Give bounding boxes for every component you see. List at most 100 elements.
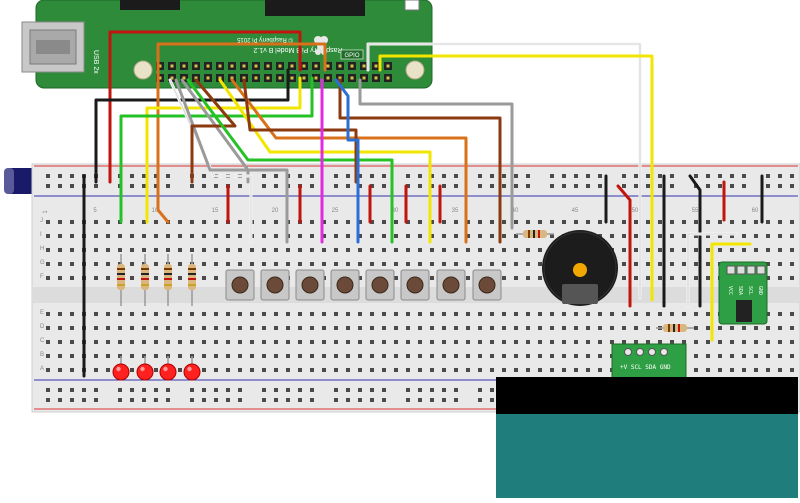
gpio-header bbox=[156, 62, 392, 82]
breadboard-hole bbox=[514, 276, 518, 280]
breadboard-hole bbox=[718, 326, 722, 330]
gpio-pin-core bbox=[326, 64, 330, 68]
breadboard-hole bbox=[346, 220, 350, 224]
breadboard-hole bbox=[58, 262, 62, 266]
breadboard-hole bbox=[514, 368, 518, 372]
breadboard-hole bbox=[502, 340, 506, 344]
breadboard-hole bbox=[694, 340, 698, 344]
breadboard-hole bbox=[382, 262, 386, 266]
breadboard-hole bbox=[94, 398, 98, 402]
rtc-pin-scl: SCL bbox=[747, 286, 753, 295]
breadboard-hole bbox=[274, 262, 278, 266]
breadboard-hole bbox=[610, 220, 614, 224]
row-letter-i: I bbox=[40, 232, 42, 238]
breadboard-hole bbox=[646, 174, 650, 178]
push-button-cap bbox=[478, 276, 496, 294]
breadboard-hole bbox=[130, 174, 134, 178]
breadboard-hole bbox=[574, 326, 578, 330]
gpio-pin-core bbox=[362, 76, 366, 80]
breadboard-hole bbox=[562, 220, 566, 224]
breadboard-hole bbox=[550, 184, 554, 188]
breadboard-hole bbox=[550, 326, 554, 330]
breadboard-hole bbox=[286, 312, 290, 316]
breadboard-hole bbox=[142, 174, 146, 178]
breadboard-hole bbox=[550, 312, 554, 316]
breadboard-hole bbox=[226, 354, 230, 358]
breadboard-hole bbox=[46, 184, 50, 188]
breadboard-hole bbox=[526, 340, 530, 344]
breadboard-hole bbox=[94, 354, 98, 358]
breadboard-hole bbox=[46, 354, 50, 358]
gpio-pin-core bbox=[290, 64, 294, 68]
breadboard-hole bbox=[262, 248, 266, 252]
breadboard-hole bbox=[46, 248, 50, 252]
breadboard-hole bbox=[562, 326, 566, 330]
breadboard-hole bbox=[298, 354, 302, 358]
col-num-20: 20 bbox=[272, 208, 279, 214]
breadboard-hole bbox=[790, 368, 794, 372]
breadboard-hole bbox=[766, 354, 770, 358]
gpio-pin-core bbox=[386, 76, 390, 80]
breadboard-hole bbox=[382, 312, 386, 316]
gpio-pin-core bbox=[194, 76, 198, 80]
breadboard-hole bbox=[454, 184, 458, 188]
breadboard-hole bbox=[418, 326, 422, 330]
breadboard-hole bbox=[106, 276, 110, 280]
breadboard-hole bbox=[310, 340, 314, 344]
breadboard-hole bbox=[106, 368, 110, 372]
breadboard-hole bbox=[214, 220, 218, 224]
wire-yellow-4 bbox=[710, 242, 752, 342]
breadboard-hole bbox=[598, 354, 602, 358]
breadboard-hole bbox=[202, 234, 206, 238]
breadboard-hole bbox=[514, 262, 518, 266]
breadboard-hole bbox=[622, 184, 626, 188]
breadboard-hole bbox=[358, 326, 362, 330]
breadboard-hole bbox=[58, 388, 62, 392]
breadboard-hole bbox=[118, 388, 122, 392]
led bbox=[159, 363, 177, 381]
breadboard-hole bbox=[466, 326, 470, 330]
breadboard-hole bbox=[262, 174, 266, 178]
breadboard-hole bbox=[442, 326, 446, 330]
breadboard-hole bbox=[274, 174, 278, 178]
breadboard-hole bbox=[754, 326, 758, 330]
breadboard-hole bbox=[382, 368, 386, 372]
row-letter-b: B bbox=[40, 352, 44, 358]
breadboard-hole bbox=[490, 184, 494, 188]
breadboard-hole bbox=[706, 220, 710, 224]
breadboard-hole bbox=[394, 234, 398, 238]
breadboard-hole bbox=[478, 220, 482, 224]
breadboard-hole bbox=[418, 220, 422, 224]
breadboard-hole bbox=[334, 326, 338, 330]
breadboard-hole bbox=[130, 276, 134, 280]
breadboard-hole bbox=[586, 312, 590, 316]
breadboard-hole bbox=[250, 326, 254, 330]
gpio-pin-core bbox=[338, 76, 342, 80]
breadboard-hole bbox=[370, 184, 374, 188]
breadboard-hole bbox=[106, 340, 110, 344]
breadboard-hole bbox=[454, 312, 458, 316]
breadboard-hole bbox=[478, 234, 482, 238]
breadboard-hole bbox=[514, 220, 518, 224]
breadboard-hole bbox=[610, 326, 614, 330]
breadboard-hole bbox=[742, 368, 746, 372]
gpio-pin-core bbox=[266, 64, 270, 68]
breadboard-hole bbox=[502, 276, 506, 280]
breadboard-hole bbox=[70, 262, 74, 266]
breadboard-hole bbox=[490, 326, 494, 330]
breadboard-hole bbox=[118, 340, 122, 344]
breadboard-hole bbox=[490, 388, 494, 392]
breadboard-hole bbox=[670, 276, 674, 280]
breadboard-hole bbox=[466, 262, 470, 266]
breadboard-hole bbox=[346, 326, 350, 330]
breadboard-hole bbox=[634, 340, 638, 344]
breadboard-hole bbox=[430, 174, 434, 178]
breadboard-hole bbox=[214, 388, 218, 392]
breadboard-hole bbox=[262, 184, 266, 188]
breadboard-hole bbox=[586, 184, 590, 188]
breadboard-hole bbox=[70, 220, 74, 224]
breadboard-hole bbox=[790, 248, 794, 252]
breadboard-hole bbox=[226, 340, 230, 344]
breadboard-hole bbox=[466, 340, 470, 344]
breadboard-hole bbox=[190, 388, 194, 392]
